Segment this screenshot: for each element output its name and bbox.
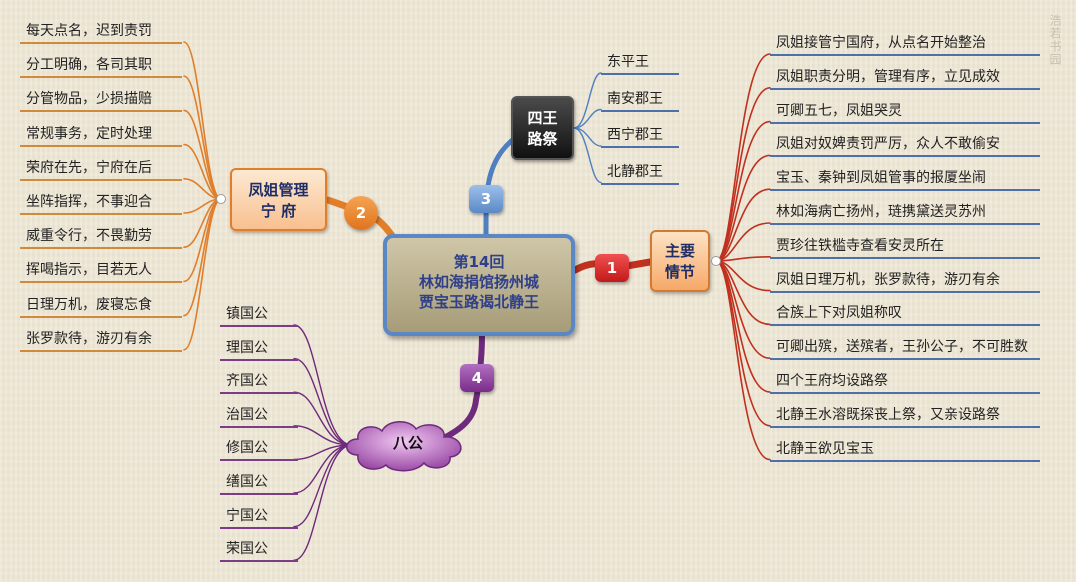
bagong-item[interactable]: 理国公 (220, 339, 298, 361)
badge-3: 3 (469, 185, 503, 213)
siwang-item[interactable]: 南安郡王 (601, 90, 679, 112)
connector (715, 260, 771, 427)
fengjie-item[interactable]: 分管物品，少损描赔 (20, 90, 182, 113)
fengjie-item[interactable]: 日理万机，废寝忘食 (20, 296, 182, 318)
watermark: 浩若书园 (1048, 14, 1062, 66)
connector (573, 108, 602, 129)
connector (715, 154, 771, 262)
connector (183, 41, 222, 200)
node-siwang-line2: 路祭 (527, 130, 558, 148)
main-plot-item[interactable]: 可卿出殡，送殡者，王孙公子，不可胜数 (770, 338, 1040, 361)
fengjie-item[interactable]: 威重令行，不畏勤劳 (20, 227, 182, 250)
collapse-knob-main-plot[interactable] (711, 256, 721, 266)
bagong-item[interactable]: 宁国公 (220, 507, 298, 529)
node-fengjie-management[interactable]: 凤姐管理 宁 府 (230, 168, 327, 231)
connector (573, 127, 602, 147)
node-siwang-luji[interactable]: 四王 路祭 (511, 96, 574, 160)
node-main-plot[interactable]: 主要 情节 (650, 230, 710, 292)
connector (715, 188, 771, 262)
connector (437, 333, 485, 443)
connector (293, 444, 353, 494)
connector (573, 72, 602, 129)
siwang-item[interactable]: 西宁郡王 (601, 126, 679, 148)
main-plot-item[interactable]: 北静王欲见宝玉 (770, 440, 1040, 462)
main-plot-item[interactable]: 凤姐职责分明，管理有序，立见成效 (770, 68, 1040, 90)
main-plot-item[interactable]: 凤姐对奴婢责罚严厉，众人不敢偷安 (770, 135, 1040, 158)
siwang-item[interactable]: 东平王 (601, 53, 679, 75)
connector (183, 75, 222, 200)
node-main-plot-line1: 主要 (664, 242, 695, 260)
fengjie-item[interactable]: 挥喝指示，目若无人 (20, 261, 182, 284)
center-chapter: 第14回 (453, 253, 505, 271)
badge-1: 1 (595, 254, 629, 282)
connector (293, 425, 353, 446)
main-plot-item[interactable]: 贾珍往铁槛寺查看安灵所在 (770, 237, 1040, 259)
node-fengjie-line2: 宁 府 (260, 202, 297, 220)
bagong-item[interactable]: 齐国公 (220, 372, 298, 395)
center-title-1: 林如海捐馆扬州城 (418, 273, 539, 291)
bagong-cloud (346, 421, 462, 472)
bagong-item[interactable]: 荣国公 (220, 540, 298, 563)
bagong-item[interactable]: 治国公 (220, 406, 298, 428)
fengjie-item[interactable]: 张罗款待，游刃有余 (20, 330, 182, 352)
main-plot-item[interactable]: 林如海病亡扬州，琏携黛送灵苏州 (770, 203, 1040, 225)
center-topic[interactable]: 第14回 林如海捐馆扬州城 贾宝玉路谒北静王 (383, 234, 575, 336)
connector (183, 198, 222, 317)
connector (293, 444, 353, 561)
connector (715, 120, 771, 262)
siwang-item[interactable]: 北静郡王 (601, 163, 679, 185)
main-plot-item[interactable]: 凤姐接管宁国府，从点名开始整治 (770, 34, 1040, 56)
node-fengjie-line1: 凤姐管理 (248, 181, 309, 199)
bagong-item[interactable]: 镇国公 (220, 305, 298, 327)
node-main-plot-line2: 情节 (664, 263, 695, 281)
node-bagong-label[interactable]: 八公 (392, 434, 423, 452)
connector (573, 127, 602, 184)
connector (293, 357, 353, 446)
center-title-2: 贾宝玉路谒北静王 (418, 293, 539, 311)
collapse-knob-fengjie[interactable] (216, 194, 226, 204)
node-siwang-line1: 四王 (527, 109, 558, 127)
badge-2: 2 (344, 196, 378, 230)
fengjie-item[interactable]: 荣府在先，宁府在后 (20, 159, 182, 181)
connector (715, 222, 771, 262)
badge-4: 4 (460, 364, 494, 392)
fengjie-item[interactable]: 常规事务，定时处理 (20, 125, 182, 147)
bagong-item[interactable]: 缮国公 (220, 473, 298, 495)
main-plot-item[interactable]: 宝玉、秦钟到凤姐管事的报厦坐闹 (770, 169, 1040, 192)
main-plot-item[interactable]: 四个王府均设路祭 (770, 372, 1040, 394)
bagong-item[interactable]: 修国公 (220, 439, 298, 462)
connector (715, 260, 771, 461)
main-plot-item[interactable]: 北静王水溶既探丧上祭，又亲设路祭 (770, 406, 1040, 428)
fengjie-item[interactable]: 分工明确，各司其职 (20, 56, 182, 79)
connector (183, 198, 222, 351)
connector (293, 324, 353, 446)
connector (293, 444, 353, 461)
main-plot-item[interactable]: 可卿五七，凤姐哭灵 (770, 102, 1040, 124)
main-plot-item[interactable]: 合族上下对凤姐称叹 (770, 304, 1040, 327)
connector (293, 391, 353, 446)
fengjie-item[interactable]: 每天点名，迟到责罚 (20, 22, 182, 44)
main-plot-item[interactable]: 凤姐日理万机，张罗款待，游刃有余 (770, 271, 1040, 293)
fengjie-item[interactable]: 坐阵指挥，不事迎合 (20, 193, 182, 215)
